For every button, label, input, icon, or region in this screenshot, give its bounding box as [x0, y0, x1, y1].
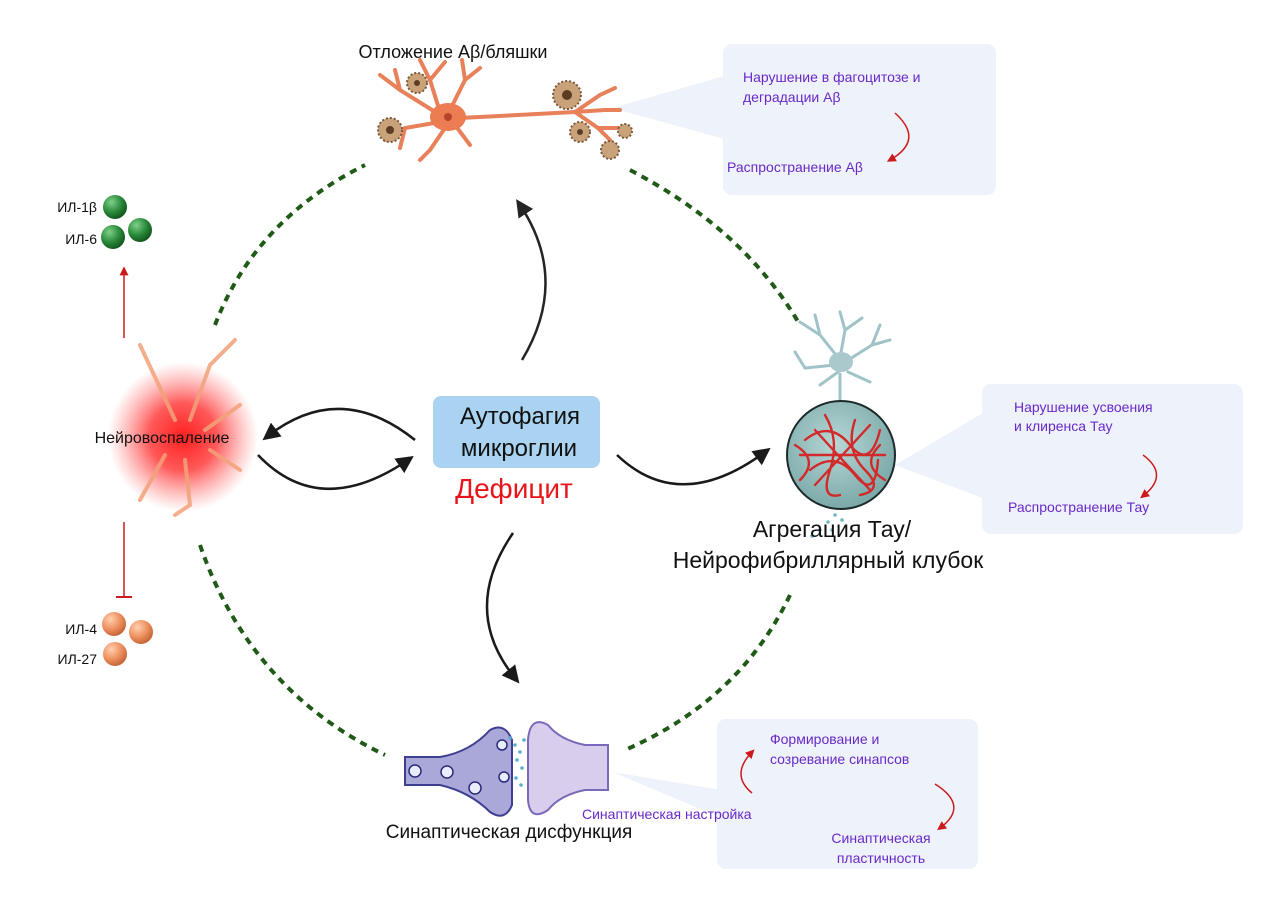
callout-synapse-pointer — [612, 772, 722, 818]
cytokine-il4-ball-b — [129, 620, 153, 644]
callout-synapse-line2: созревание синапсов — [770, 751, 909, 767]
arrow-to-neuroinflammation — [262, 407, 416, 441]
callout-synapse-tuning: Синаптическая настройка — [582, 806, 752, 822]
tau-spread-dots — [810, 513, 844, 538]
cytokine-il1b-ball — [103, 195, 127, 219]
cytokine-il4-label: ИЛ-4 — [65, 621, 97, 637]
arrow-to-synapse — [485, 532, 520, 684]
neurotransmitter-dots — [508, 736, 526, 787]
presynaptic-terminal — [404, 726, 513, 817]
center-arrows — [257, 199, 771, 684]
callout-synapse: Формирование и созревание синапсов Синап… — [582, 719, 978, 869]
deficit-label: Дефицит — [455, 473, 573, 504]
dashed-cycle-ring — [198, 163, 802, 757]
callout-tau: Нарушение усвоения и клиренса Тау Распро… — [895, 384, 1243, 534]
plaques-label: Отложение Аβ/бляшки — [359, 42, 548, 62]
inflamed-microglia-illustration — [108, 338, 258, 517]
callout-abeta-box — [723, 44, 996, 195]
cytokine-il27-ball — [103, 642, 127, 666]
synapse-label: Синаптическая дисфункция — [386, 822, 633, 843]
callout-abeta-line2: деградации Аβ — [743, 89, 841, 105]
neuron-with-plaques-illustration — [377, 58, 633, 162]
callout-tau-box — [982, 384, 1243, 534]
tau-label-line2: Нейрофибриллярный клубок — [673, 547, 984, 573]
cytokine-il6-ball-a — [101, 225, 125, 249]
synaptic-vesicles — [408, 739, 510, 795]
synapse-illustration — [404, 721, 609, 817]
cytokine-il4-ball — [102, 612, 126, 636]
center-title-line1: Аутофагия — [460, 403, 580, 430]
pro-inflammatory-cytokines: ИЛ-1β ИЛ-6 — [57, 195, 152, 249]
center-title-line2: микроглии — [461, 435, 577, 462]
callout-synapse-line1: Формирование и — [770, 731, 879, 747]
center-node: Аутофагия микроглии Дефицит — [433, 396, 600, 504]
arrow-from-neuroinflammation — [257, 454, 414, 490]
ring-segment-bottom-left — [198, 544, 386, 757]
cytokine-il27-label: ИЛ-27 — [58, 651, 98, 667]
callout-abeta-pointer — [612, 75, 728, 140]
ring-segment-top-left — [213, 163, 366, 326]
cytokine-il6-label: ИЛ-6 — [65, 231, 97, 247]
callout-synapse-arrow-down — [934, 783, 955, 831]
callout-abeta: Нарушение в фагоцитозе и деградации Аβ Р… — [612, 44, 996, 195]
tau-tangles — [793, 413, 887, 497]
callout-tau-line2: и клиренса Тау — [1014, 418, 1113, 434]
callout-abeta-line1: Нарушение в фагоцитозе и — [743, 69, 920, 85]
callout-tau-pointer — [895, 410, 988, 500]
neuroinflammation-label: Нейровоспаление — [95, 430, 230, 447]
callout-synapse-box — [717, 719, 978, 869]
callout-tau-line1: Нарушение усвоения — [1014, 399, 1153, 415]
callout-synapse-arrow-up — [740, 749, 755, 794]
callout-tau-arrow — [1140, 454, 1158, 499]
callout-abeta-arrow — [886, 112, 910, 162]
amyloid-plaques — [377, 72, 633, 160]
inflammation-glow — [108, 362, 258, 512]
callout-tau-spread: Распространение Тау — [1008, 499, 1149, 515]
center-box — [433, 396, 600, 468]
anti-inflammatory-cytokines: ИЛ-4 ИЛ-27 — [58, 612, 153, 667]
ring-segment-top-right — [629, 168, 802, 327]
arrow-to-plaques — [516, 199, 547, 361]
callout-synapse-plast2: пластичность — [837, 850, 925, 866]
postsynaptic-terminal — [527, 721, 609, 816]
callout-synapse-plast1: Синаптическая — [831, 830, 930, 846]
callout-abeta-spread: Распространение Аβ — [727, 159, 863, 175]
cytokine-il1b-label: ИЛ-1β — [57, 199, 97, 215]
tau-label-line1: Агрегация Тау/ — [753, 516, 912, 542]
cytokine-il6-ball-b — [128, 218, 152, 242]
tau-neuron-illustration — [786, 310, 896, 538]
arrow-to-tau — [616, 447, 771, 486]
ring-segment-bottom-right — [624, 594, 792, 752]
